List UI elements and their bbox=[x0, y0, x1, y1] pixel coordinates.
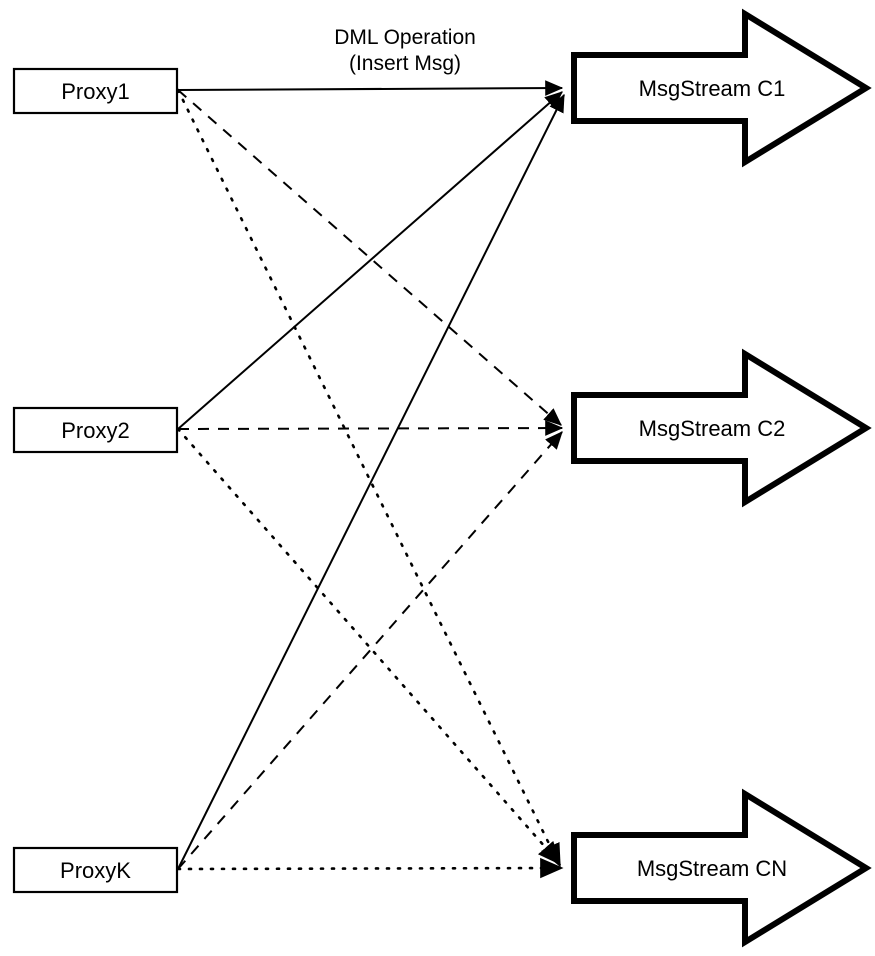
edge-caption-line1: DML Operation bbox=[334, 26, 476, 49]
edges-layer bbox=[176, 80, 565, 879]
proxy-node-proxy2[interactable]: Proxy2 bbox=[12, 406, 179, 454]
proxy-node-proxyk[interactable]: ProxyK bbox=[12, 846, 179, 894]
proxy-box-rect[interactable] bbox=[12, 67, 179, 115]
edge-proxy1-to-c2 bbox=[177, 89, 562, 426]
proxy-node-proxy1[interactable]: Proxy1 bbox=[12, 67, 179, 115]
edge-proxyk-to-c2 bbox=[177, 431, 563, 870]
edge-proxy2-to-cn bbox=[176, 427, 562, 866]
proxy-box-rect[interactable] bbox=[12, 846, 179, 894]
msgstream-arrow-shape-c2[interactable] bbox=[571, 348, 872, 508]
msgstream-node-c2[interactable]: MsgStream C2 bbox=[571, 348, 872, 508]
msgstream-label-cn: MsgStream CN bbox=[637, 856, 787, 881]
edge-proxy1-to-c1 bbox=[177, 80, 564, 96]
edge-proxy1-to-cn bbox=[176, 88, 562, 868]
edge-proxyk-to-cn bbox=[176, 857, 564, 879]
msgstream-arrow-shape-c1[interactable] bbox=[571, 8, 872, 168]
msgstream-node-cn[interactable]: MsgStream CN bbox=[571, 788, 872, 948]
edge-proxyk-to-c1 bbox=[177, 93, 565, 870]
msgstream-label-c2: MsgStream C2 bbox=[639, 416, 786, 441]
edge-proxy2-to-c2 bbox=[177, 420, 564, 436]
proxy-label-proxy2: Proxy2 bbox=[61, 418, 129, 443]
edge-proxy2-to-c1 bbox=[177, 91, 563, 430]
msgstream-node-c1[interactable]: MsgStream C1 bbox=[571, 8, 872, 168]
msgstream-label-c1: MsgStream C1 bbox=[639, 76, 786, 101]
edge-caption: DML Operation (Insert Msg) bbox=[334, 26, 476, 75]
proxy-label-proxyk: ProxyK bbox=[60, 858, 131, 883]
proxy-label-proxy1: Proxy1 bbox=[61, 79, 129, 104]
msgstream-arrow-shape-cn[interactable] bbox=[571, 788, 872, 948]
edge-caption-line2: (Insert Msg) bbox=[349, 52, 461, 75]
proxy-box-rect[interactable] bbox=[12, 406, 179, 454]
